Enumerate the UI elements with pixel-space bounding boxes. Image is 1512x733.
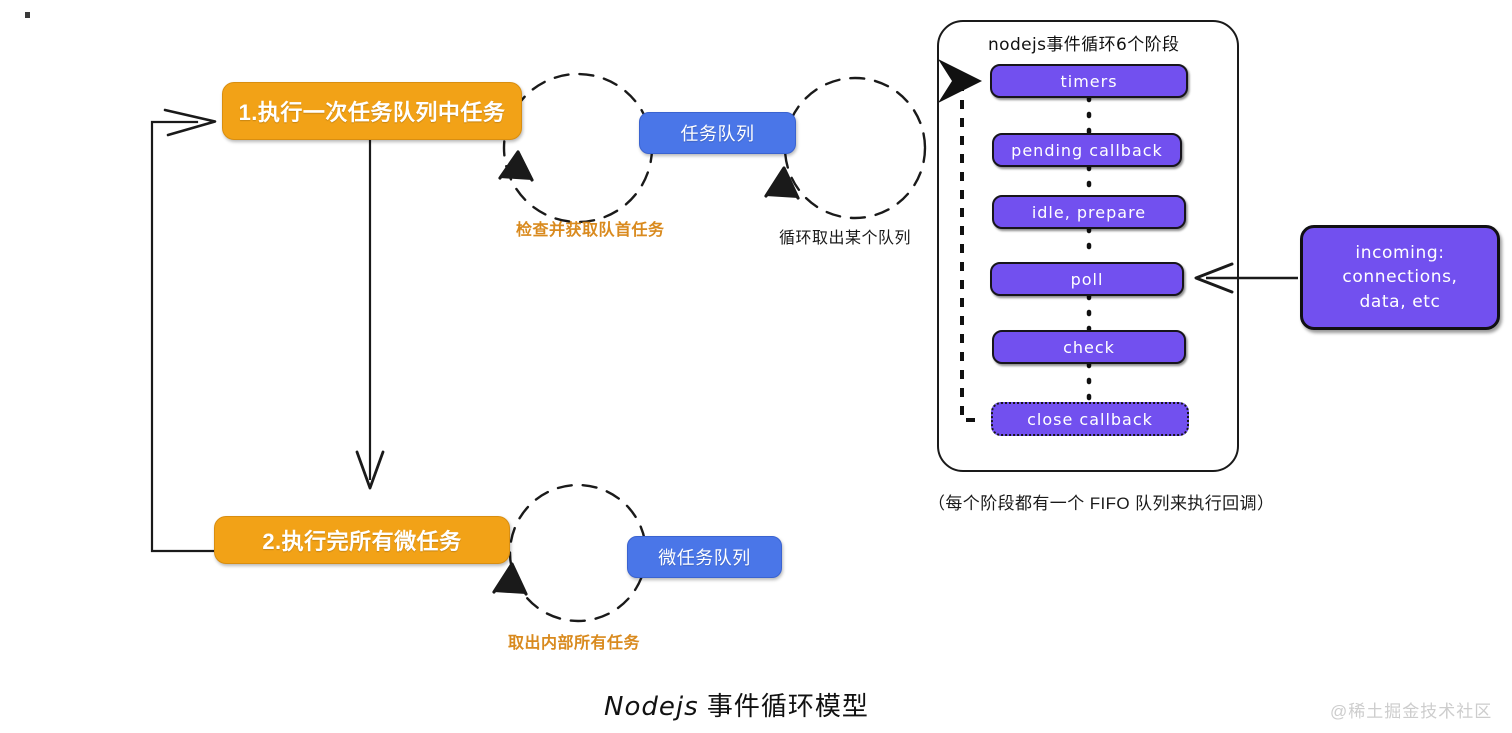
watermark: @稀土掘金技术社区: [1330, 702, 1493, 721]
incoming-events-box[interactable]: incoming: connections, data, etc: [1300, 225, 1500, 330]
step1-to-step2-arrow: [355, 140, 385, 490]
phase-poll-label: poll: [1070, 269, 1104, 289]
phase-timers-label: timers: [1060, 71, 1118, 91]
step-2-execute-all-microtasks[interactable]: 2.执行完所有微任务: [214, 516, 510, 564]
annotation-drain-all-tasks: 取出内部所有任务: [508, 635, 641, 652]
incoming-line-1: incoming:: [1355, 242, 1445, 263]
phase-timers[interactable]: timers: [990, 64, 1188, 98]
phases-panel-title: nodejs事件循环6个阶段: [988, 35, 1180, 55]
phase-check[interactable]: check: [992, 330, 1186, 364]
phase-pending-callback-label: pending callback: [1011, 140, 1163, 160]
dashed-circle-microtask-drain: [492, 483, 648, 623]
phase-check-label: check: [1063, 337, 1115, 357]
step-2-label: 2.执行完所有微任务: [262, 529, 462, 554]
diagram-title-cn: 事件循环模型: [698, 691, 869, 721]
corner-speck: [25, 12, 30, 18]
phase-idle-prepare-label: idle, prepare: [1031, 202, 1147, 222]
micro-task-queue-box[interactable]: 微任务队列: [627, 536, 782, 578]
dashed-circle-task-check: [498, 72, 654, 224]
task-queue-label: 任务队列: [680, 124, 755, 144]
phase-close-callback[interactable]: close callback: [991, 402, 1189, 436]
diagram-title: Nodejs 事件循环模型: [604, 686, 869, 723]
phase-idle-prepare[interactable]: idle, prepare: [992, 195, 1186, 229]
step-1-execute-one-task[interactable]: 1.执行一次任务队列中任务: [222, 82, 522, 140]
feedback-loop-path: [150, 108, 217, 553]
incoming-line-2: connections,: [1342, 267, 1458, 288]
annotation-fetch-head-task: 检查并获取队首任务: [516, 222, 665, 239]
incoming-line-3: data, etc: [1359, 291, 1441, 312]
annotation-loop-pick-queue: 循环取出某个队列: [779, 230, 912, 247]
fifo-queue-caption: （每个阶段都有一个 FIFO 队列来执行回调）: [928, 494, 1275, 513]
step-1-label: 1.执行一次任务队列中任务: [238, 100, 506, 125]
diagram-title-latin: Nodejs: [604, 692, 699, 722]
micro-task-queue-label: 微任务队列: [658, 548, 751, 568]
phase-pending-callback[interactable]: pending callback: [992, 133, 1182, 167]
task-queue-box[interactable]: 任务队列: [639, 112, 796, 154]
phase-close-callback-label: close callback: [1027, 409, 1153, 429]
event-loop-phases-panel: [937, 20, 1239, 472]
phase-poll[interactable]: poll: [990, 262, 1184, 296]
